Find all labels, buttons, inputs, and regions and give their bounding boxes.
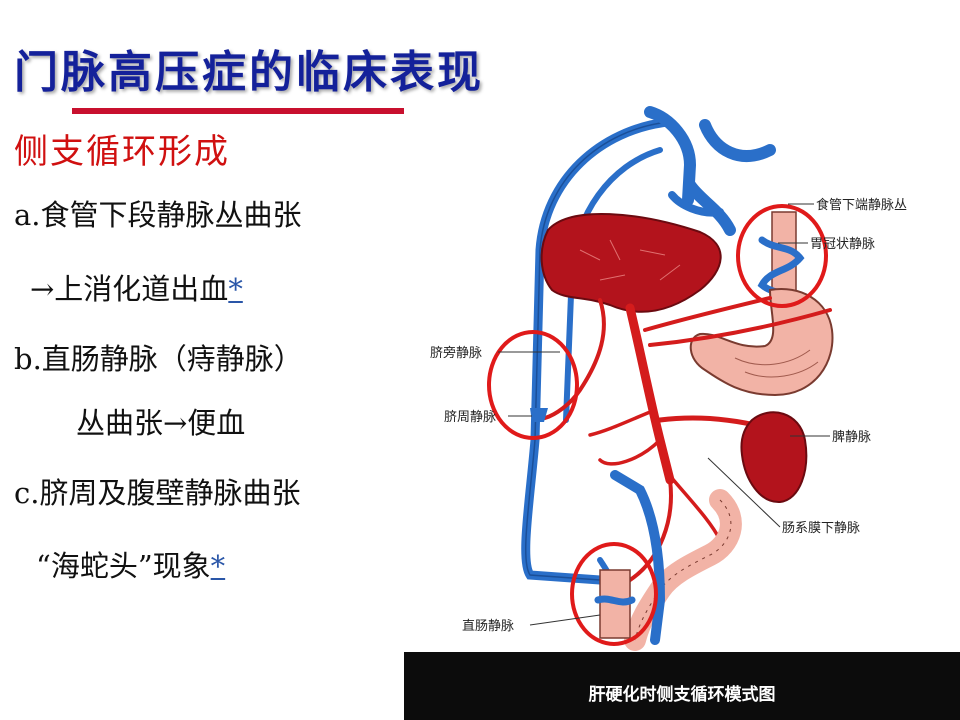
abdominal-wall-vein-outline xyxy=(524,121,669,581)
label-rectal-vein: 直肠静脉 xyxy=(462,619,514,634)
point-b-text: b.直肠静脉（痔静脉） xyxy=(14,342,303,376)
azygos-vein xyxy=(668,191,724,217)
rectal-varices xyxy=(594,595,636,606)
portal-vein xyxy=(625,303,675,485)
slide-title: 门脉高压症的临床表现 xyxy=(14,47,484,98)
point-c-link[interactable]: * xyxy=(210,549,226,583)
section-subtitle: 侧支循环形成 xyxy=(14,132,230,172)
stomach xyxy=(689,288,834,397)
caption-bar xyxy=(404,652,960,720)
figure-caption: 肝硬化时侧支循环模式图 xyxy=(588,685,776,705)
point-a-detail-text: →上消化道出血 xyxy=(30,272,229,306)
label-periumbilical-vein: 脐周静脉 xyxy=(444,410,496,425)
label-paraumbilical-vein: 脐旁静脉 xyxy=(430,345,482,361)
collateral-circulation-diagram: 食管下端静脉丛 胃冠状静脉 脐旁静脉 脐周静脉 脾静脉 肠系膜下静脉 直肠静脉 xyxy=(430,106,907,651)
point-a-detail: →上消化道出血* xyxy=(30,266,243,308)
spleen xyxy=(740,411,808,504)
colon-outline xyxy=(634,499,732,641)
label-esophageal-plexus: 食管下端静脉丛 xyxy=(816,197,907,213)
highlight-circle-umbilicus xyxy=(487,330,579,440)
point-b-detail: 丛曲张→便血 xyxy=(76,406,246,440)
label-coronary-vein: 胃冠状静脉 xyxy=(810,237,875,252)
coronary-vein xyxy=(643,296,832,347)
liver-texture xyxy=(579,239,681,281)
paraumbilical-branch xyxy=(543,298,606,420)
label-inferior-mesenteric-vein: 肠系膜下静脉 xyxy=(782,521,860,536)
point-a-link[interactable]: * xyxy=(228,272,243,306)
point-c-detail: “海蛇头”现象* xyxy=(36,543,225,585)
label-splenic-vein: 脾静脉 xyxy=(832,430,871,445)
highlight-circle-esophagus xyxy=(736,204,828,308)
stomach-folds xyxy=(734,349,819,378)
highlight-circle-rectum xyxy=(570,542,658,646)
point-a-text: a.食管下段静脉丛曲张 xyxy=(14,198,302,232)
liver xyxy=(540,212,722,313)
superior-vein xyxy=(644,106,776,236)
point-c-detail-text: “海蛇头”现象 xyxy=(36,549,211,583)
inferior-vena-cava xyxy=(610,470,666,645)
mesenteric-branches xyxy=(588,408,722,542)
umbilical-varix xyxy=(530,408,548,422)
title-underline xyxy=(72,108,404,114)
point-c-text: c.脐周及腹壁静脉曲张 xyxy=(14,476,301,510)
